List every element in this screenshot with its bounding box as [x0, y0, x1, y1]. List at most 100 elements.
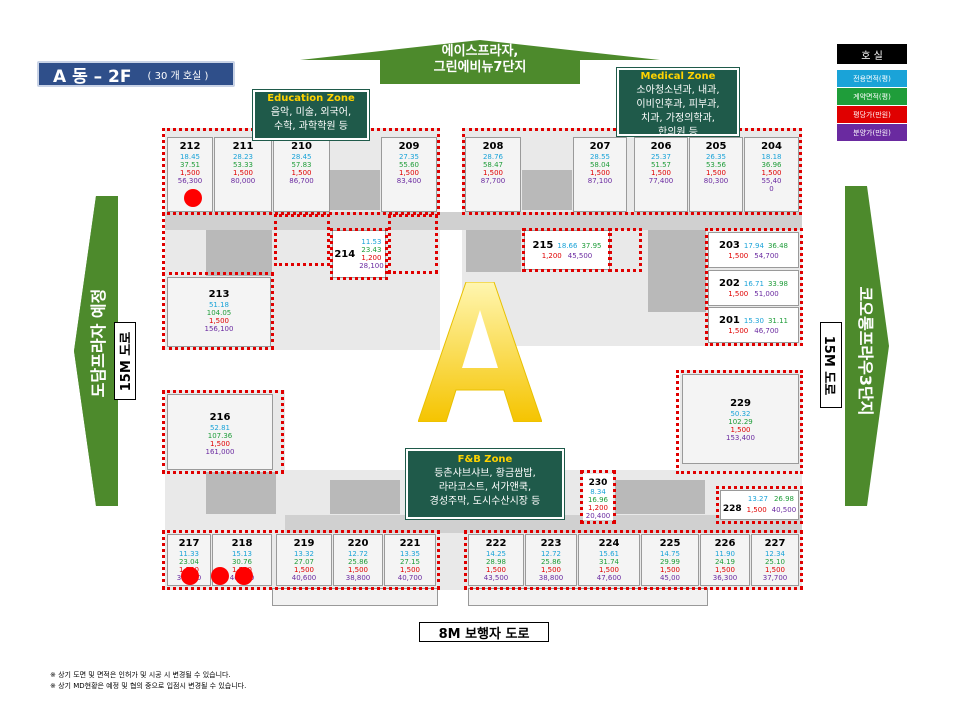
unit-221-unitprice: 1,500	[399, 566, 421, 574]
unit-226-exclusive: 11.90	[714, 550, 736, 558]
unit-211-price: 80,000	[230, 177, 256, 185]
unit-222-price: 43,500	[483, 574, 509, 582]
unit-206[interactable]: 206 25.37 51.57 1,500 77,400	[634, 137, 688, 212]
core-207	[522, 170, 572, 210]
unit-229-unitprice: 1,500	[730, 426, 751, 434]
unit-206-exclusive: 25.37	[650, 153, 672, 161]
unit-209[interactable]: 209 27.35 55.60 1,500 83,400	[381, 137, 437, 212]
unit-208[interactable]: 208 28.76 58.47 1,500 87,700	[465, 137, 521, 212]
unit-227[interactable]: 227 12.34 25.10 1,500 37,700	[751, 534, 799, 586]
unit-216[interactable]: 216 52.81 107.36 1,500 161,000	[167, 394, 273, 470]
boundary-228	[716, 486, 803, 524]
unit-211[interactable]: 211 28.23 53.33 1,500 80,000	[214, 137, 272, 212]
unit-203-exclusive: 17.94	[743, 241, 764, 250]
unit-228-exclusive: 13.27	[747, 495, 768, 503]
unit-202-contract: 33.98	[767, 279, 788, 288]
unit-210-unitprice: 1,500	[291, 169, 312, 177]
note-2: ※ 상기 MD현황은 예정 및 협의 중으로 입점시 변경될 수 있습니다.	[50, 682, 247, 690]
unit-221-exclusive: 13.35	[399, 550, 421, 558]
unit-216-number: 216	[209, 412, 231, 423]
unit-227-number: 227	[764, 538, 786, 549]
unit-228[interactable]: 13.27 26.98 228 1,500 40,500	[720, 490, 799, 520]
unit-204-price-cont: 0	[769, 185, 774, 193]
top-direction-arrow	[300, 40, 660, 84]
unit-224-number: 224	[598, 538, 620, 549]
unit-207[interactable]: 207 28.55 58.04 1,500 87,100	[573, 137, 627, 212]
note-1: ※ 상기 도면 및 면적은 인허가 및 시공 시 변경될 수 있습니다.	[50, 671, 231, 679]
unit-201-unitprice: 1,500	[728, 327, 749, 335]
unit-230-unitprice: 1,200	[587, 504, 609, 512]
unit-219-unitprice: 1,500	[293, 566, 315, 574]
unit-212-exclusive: 18.45	[179, 153, 201, 161]
unit-201-exclusive: 15.30	[743, 316, 764, 325]
unit-202[interactable]: 202 16.71 33.98 1,500 51,000	[708, 270, 799, 306]
unit-208-price: 87,700	[480, 177, 506, 185]
unit-226-contract: 24.19	[714, 558, 736, 566]
zone-fnb: F&B Zone 등촌샤브샤브, 황금쌈밥, 라라코스트, 서가앤쿡, 경성주막…	[406, 449, 564, 519]
unit-209-unitprice: 1,500	[398, 169, 420, 177]
unit-215[interactable]: 215 18.66 37.95 1,200 45,500	[524, 230, 610, 270]
unit-213-contract: 104.05	[206, 309, 232, 317]
unit-202-exclusive: 16.71	[743, 279, 764, 288]
unit-204-unitprice: 1,500	[761, 169, 782, 177]
unit-229[interactable]: 229 50.32 102.29 1,500 153,400	[682, 374, 799, 464]
unit-206-contract: 51.57	[650, 161, 672, 169]
unit-220-number: 220	[347, 538, 369, 549]
unit-215-price: 45,500	[567, 252, 593, 260]
unit-226[interactable]: 226 11.90 24.19 1,500 36,300	[700, 534, 750, 586]
top-arrow-label: 에이스프라자, 그린에비뉴7단지	[380, 44, 580, 76]
unit-210-exclusive: 28.45	[291, 153, 312, 161]
legend-item-contract-area: 계약면적(평)	[837, 88, 907, 105]
unit-230-contract: 16.96	[587, 496, 609, 504]
unit-211-unitprice: 1,500	[232, 169, 254, 177]
unit-215-number: 215	[532, 240, 554, 251]
road-right: 15M 도로	[820, 322, 842, 408]
unit-222-contract: 28.98	[485, 558, 507, 566]
unit-225[interactable]: 225 14.75 29.99 1,500 45,00	[641, 534, 699, 586]
unit-223[interactable]: 223 12.72 25.86 1,500 38,800	[525, 534, 577, 586]
top-arrow-line-1: 에이스프라자,	[441, 44, 519, 59]
unit-226-price: 36,300	[712, 574, 738, 582]
unit-204[interactable]: 204 18.18 36.96 1,500 55,40 0	[744, 137, 799, 212]
unit-224[interactable]: 224 15.61 31.74 1,500 47,600	[578, 534, 640, 586]
unit-221[interactable]: 221 13.35 27.15 1,500 40,700	[384, 534, 436, 586]
unit-204-price: 55,40	[761, 177, 782, 185]
unit-223-unitprice: 1,500	[540, 566, 562, 574]
unit-220[interactable]: 220 12.72 25.86 1,500 38,800	[333, 534, 383, 586]
unit-208-number: 208	[482, 141, 504, 152]
unit-222-unitprice: 1,500	[485, 566, 507, 574]
unit-213-number: 213	[208, 289, 230, 300]
core-upper-mid	[466, 230, 521, 272]
unit-201[interactable]: 201 15.30 31.11 1,500 46,700	[708, 307, 799, 343]
unit-222[interactable]: 222 14.25 28.98 1,500 43,500	[468, 534, 524, 586]
unit-213[interactable]: 213 51.18 104.05 1,500 156,100	[167, 277, 271, 347]
unit-210[interactable]: 210 28.45 57.83 1,500 86,700	[273, 137, 330, 212]
core-upper-left	[206, 230, 272, 276]
unit-226-number: 226	[714, 538, 736, 549]
unit-230-price: 20,400	[585, 512, 611, 520]
unit-203[interactable]: 203 17.94 36.48 1,500 54,700	[708, 232, 799, 268]
sold-marker-218a	[211, 567, 229, 585]
unit-219[interactable]: 219 13.32 27.07 1,500 40,600	[276, 534, 332, 586]
unit-204-exclusive: 18.18	[761, 153, 782, 161]
unit-217-contract: 23.04	[178, 558, 200, 566]
floor-title: A 동 – 2F ( 30 개 호실 )	[37, 61, 235, 87]
unit-215-unitprice: 1,200	[541, 252, 562, 260]
boundary-229	[676, 370, 803, 474]
unit-208-unitprice: 1,500	[482, 169, 504, 177]
left-arrow-label: 도담프라자 예정	[89, 288, 108, 398]
unit-211-number: 211	[232, 141, 254, 152]
zone-medical-line-2: 이비인후과, 피부과,	[636, 99, 720, 110]
unit-202-price: 51,000	[754, 290, 779, 298]
unit-206-price: 77,400	[648, 177, 674, 185]
unit-229-price: 153,400	[726, 434, 755, 442]
unit-230[interactable]: 230 8.34 16.96 1,200 20,400	[583, 474, 613, 520]
boundary-lower-right	[464, 530, 803, 590]
unit-225-contract: 29.99	[659, 558, 681, 566]
unit-223-contract: 25.86	[540, 558, 562, 566]
unit-208-exclusive: 28.76	[482, 153, 504, 161]
unit-228-unitprice: 1,500	[746, 505, 767, 514]
unit-205[interactable]: 205 26.35 53.56 1,500 80,300	[689, 137, 743, 212]
unit-212-contract: 37.51	[179, 161, 201, 169]
unit-220-price: 38,800	[345, 574, 371, 582]
